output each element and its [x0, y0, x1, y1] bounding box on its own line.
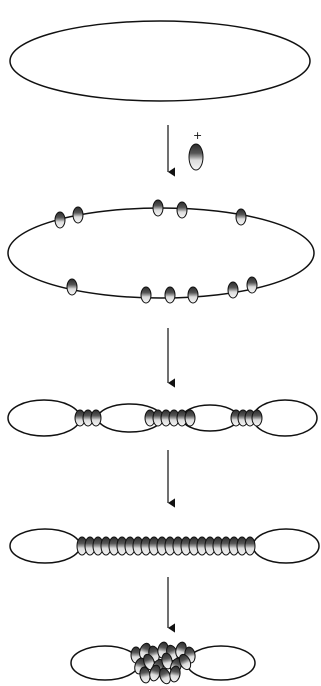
beads-step-5 [130, 641, 196, 685]
bead [169, 665, 181, 683]
bead [235, 208, 247, 226]
bead [140, 286, 152, 304]
ring-step-2 [7, 207, 315, 299]
bead [66, 278, 78, 296]
bead [184, 409, 196, 427]
bead [187, 286, 199, 304]
bead [164, 286, 176, 304]
bead [161, 652, 173, 670]
legend-bead: + [188, 129, 204, 171]
bead [227, 281, 239, 299]
bead [178, 653, 192, 671]
bead [176, 201, 188, 219]
beads-step-2 [54, 199, 258, 304]
bead [54, 211, 66, 229]
structure-step-5 [70, 645, 256, 681]
bead [246, 276, 258, 294]
bead [90, 409, 102, 427]
bead [244, 536, 256, 556]
ring-step-1 [9, 20, 311, 102]
bead [152, 199, 164, 217]
bead [72, 206, 84, 224]
structure-step-3 [7, 399, 318, 437]
beads-step-3 [74, 409, 263, 427]
beads-step-4 [76, 536, 256, 556]
bead [251, 409, 263, 427]
legend-charge-label: + [193, 129, 202, 142]
